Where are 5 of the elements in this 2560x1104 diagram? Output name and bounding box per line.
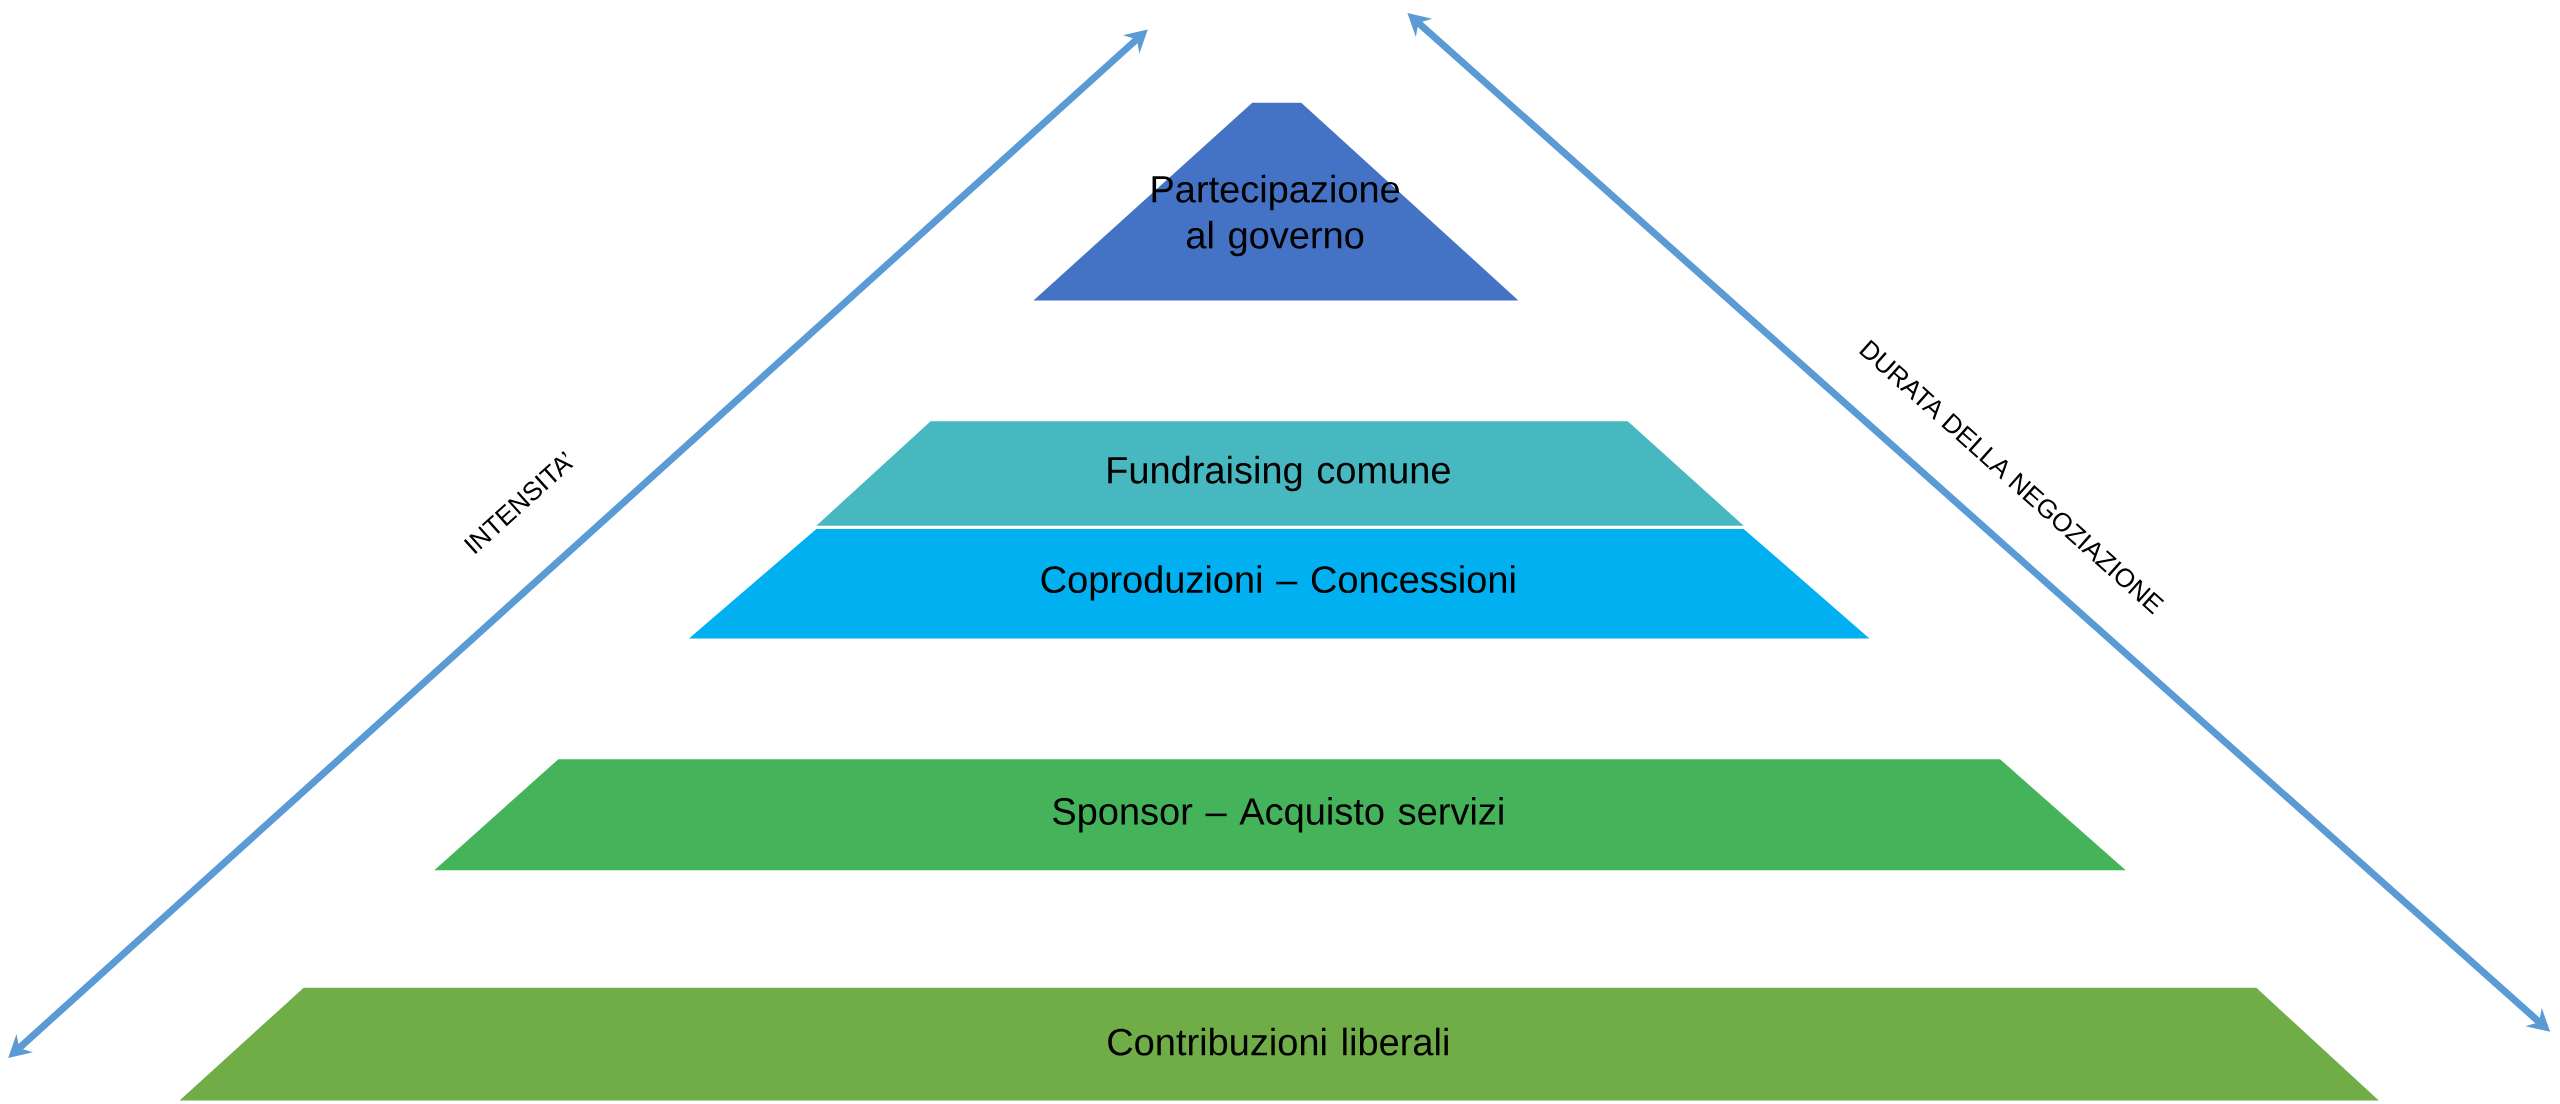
pyramid-level: Fundraising comune (816, 421, 1744, 526)
pyramid-level: Sponsor – Acquisto servizi (434, 759, 2126, 871)
pyramid-level: Coproduzioni – Concessioni (689, 529, 1870, 639)
pyramid-level: Partecipazione al governo (1033, 103, 1519, 301)
pyramid-level: Contribuzioni liberali (179, 987, 2379, 1101)
